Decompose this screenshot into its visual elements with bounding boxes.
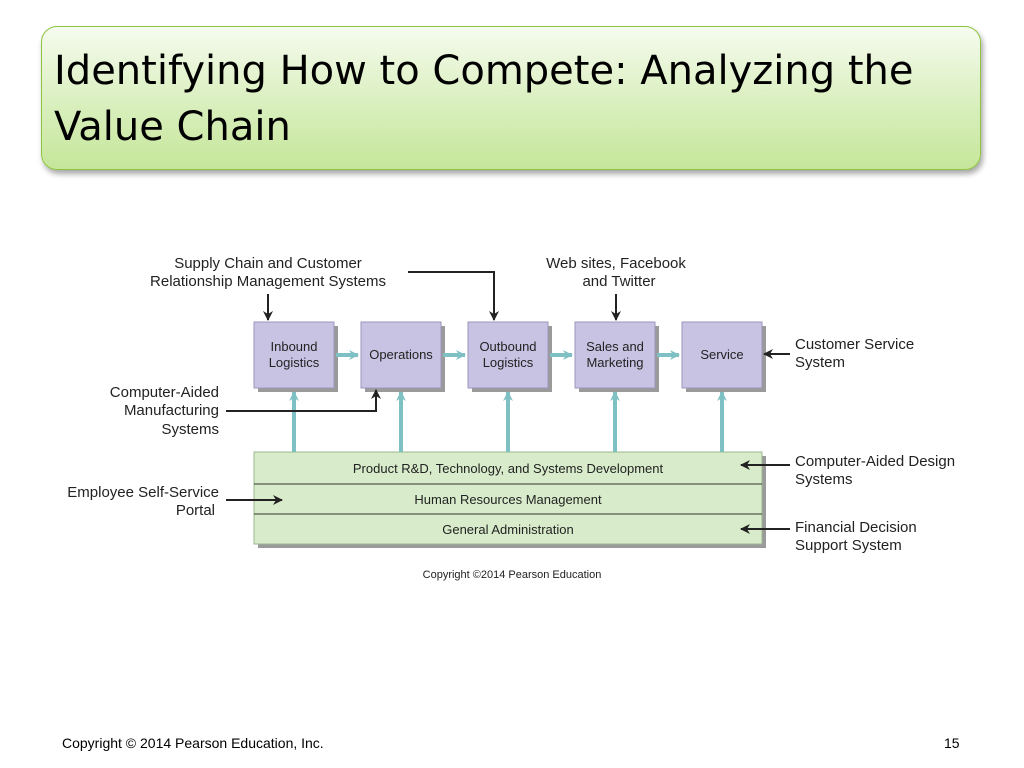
activity-operations bbox=[360, 321, 442, 389]
financial-label: Financial Decision bbox=[795, 519, 917, 536]
system-labels: Supply Chain and Customer Relationship M… bbox=[67, 255, 955, 554]
supply-chain-outbound-arrow bbox=[408, 271, 499, 321]
supply-chain-label: Supply Chain and Customer bbox=[174, 255, 362, 272]
customer-service-label: System bbox=[795, 354, 845, 371]
cad-label: Systems bbox=[795, 471, 853, 488]
page-number: 15 bbox=[944, 735, 960, 751]
activity-label: Outbound bbox=[479, 339, 536, 354]
employee-portal-label: Employee Self-Service bbox=[67, 484, 219, 501]
support-hr: Human Resources Management bbox=[414, 492, 602, 507]
figure-credit: Copyright ©2014 Pearson Education bbox=[423, 569, 602, 581]
activity-inbound-logistics bbox=[253, 321, 335, 389]
web-label: and Twitter bbox=[582, 273, 655, 290]
cam-label: Manufacturing bbox=[124, 402, 219, 419]
cam-label: Computer-Aided bbox=[110, 384, 219, 401]
activity-label: Sales and bbox=[586, 339, 644, 354]
activity-label: Marketing bbox=[586, 355, 643, 370]
activity-label: Inbound bbox=[271, 339, 318, 354]
employee-portal-label: Portal bbox=[176, 502, 215, 519]
activity-label: Operations bbox=[369, 347, 433, 362]
activity-label: Service bbox=[700, 347, 743, 362]
activity-service bbox=[681, 321, 763, 389]
activity-label: Logistics bbox=[269, 355, 320, 370]
slide-title: Identifying How to Compete: Analyzing th… bbox=[54, 48, 914, 150]
primary-activities: Inbound Logistics Operations Outbound Lo… bbox=[253, 321, 766, 392]
support-band bbox=[253, 451, 763, 545]
activity-outbound-logistics bbox=[467, 321, 549, 389]
support-arrows bbox=[289, 391, 727, 452]
system-arrows bbox=[226, 271, 790, 534]
financial-label: Support System bbox=[795, 537, 902, 554]
cad-label: Computer-Aided Design bbox=[795, 453, 955, 470]
support-rd: Product R&D, Technology, and Systems Dev… bbox=[353, 461, 664, 476]
cam-label: Systems bbox=[161, 421, 219, 438]
activity-label: Logistics bbox=[483, 355, 534, 370]
web-label: Web sites, Facebook bbox=[546, 255, 686, 272]
cam-arrow bbox=[226, 389, 381, 412]
customer-service-label: Customer Service bbox=[795, 336, 914, 353]
activity-sales-marketing bbox=[574, 321, 656, 389]
support-admin: General Administration bbox=[442, 522, 574, 537]
title-banner: Identifying How to Compete: Analyzing th… bbox=[41, 26, 981, 170]
supply-chain-label: Relationship Management Systems bbox=[150, 273, 386, 290]
support-activities: Product R&D, Technology, and Systems Dev… bbox=[253, 451, 766, 548]
footer-copyright: Copyright © 2014 Pearson Education, Inc. bbox=[62, 735, 324, 751]
